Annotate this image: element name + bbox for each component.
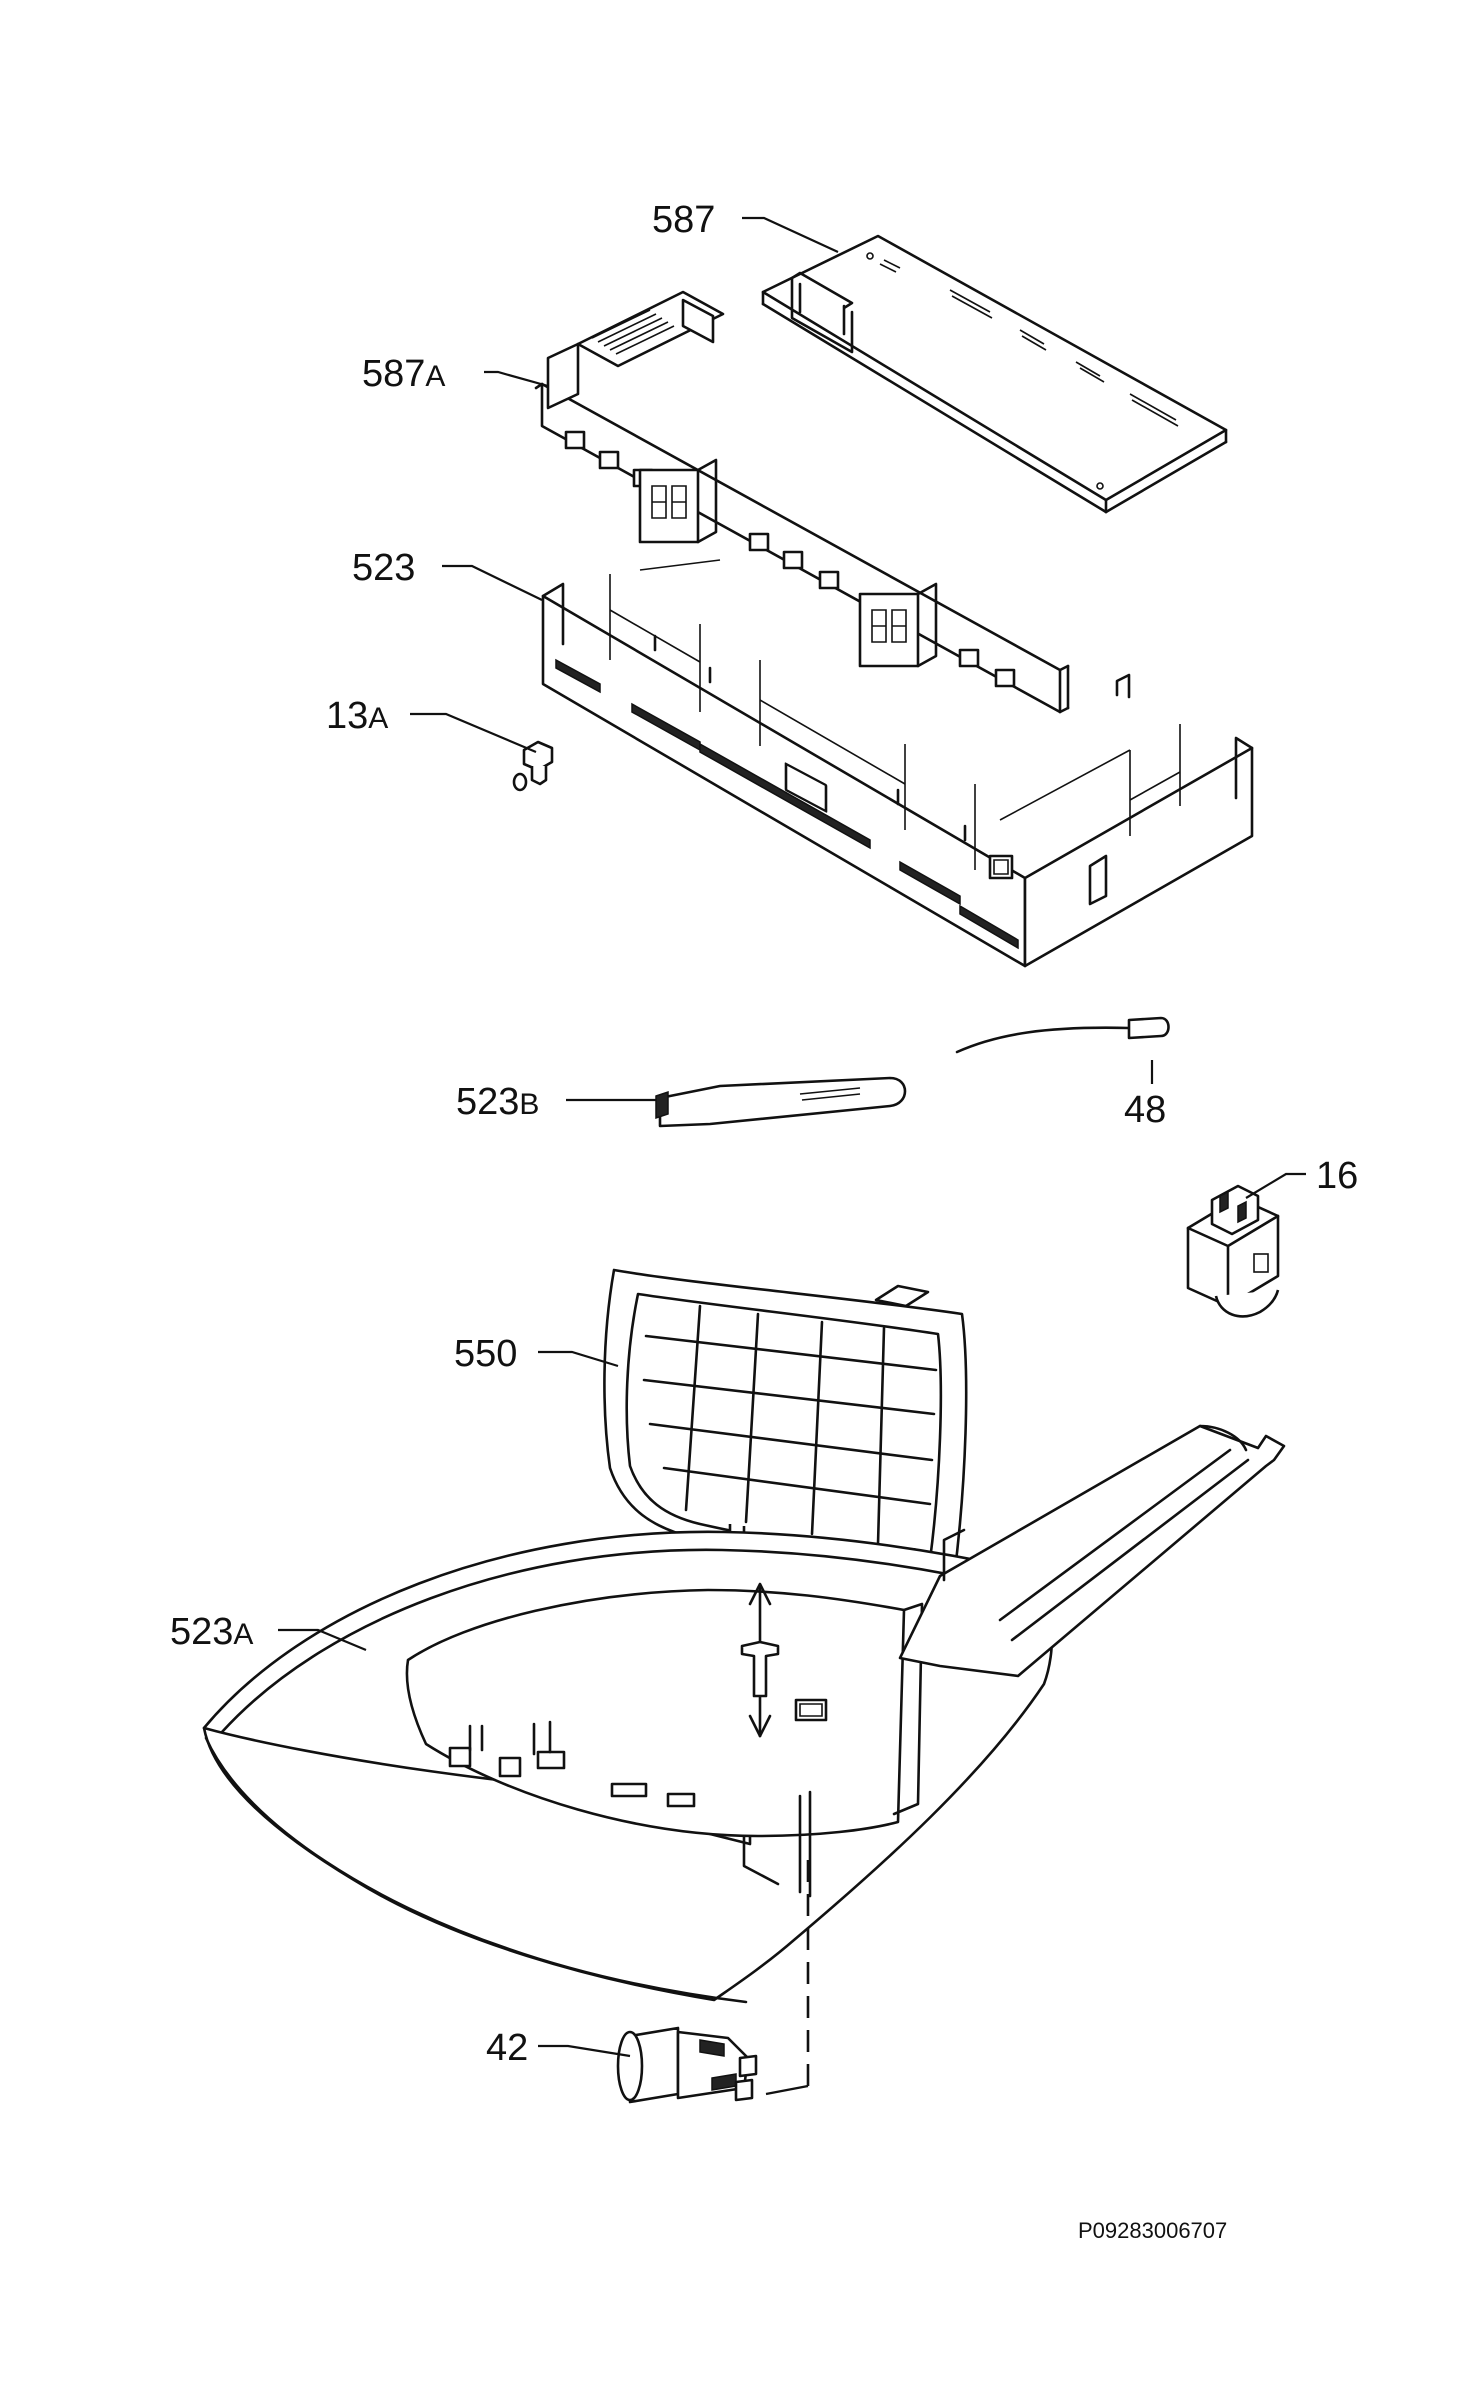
callout-523a: 523A xyxy=(170,1611,253,1653)
part-523a-lamp-housing xyxy=(202,1424,1286,2004)
part-13a-screw xyxy=(512,740,554,792)
callout-leaders xyxy=(278,216,1306,2058)
part-16-switch xyxy=(1186,1184,1280,1318)
callout-48: 48 xyxy=(1124,1089,1166,1131)
clip-arrow xyxy=(740,1582,780,1738)
part-48-sensor xyxy=(955,1016,1170,1054)
callout-550: 550 xyxy=(454,1333,517,1375)
callout-13a: 13A xyxy=(326,695,388,737)
part-523-housing xyxy=(541,559,1254,968)
callout-523: 523 xyxy=(352,547,415,589)
callout-16: 16 xyxy=(1316,1155,1358,1197)
callout-587: 587 xyxy=(652,199,715,241)
part-42-lamp-socket xyxy=(616,2026,758,2104)
part-587a-display-board xyxy=(534,290,1070,714)
display-left xyxy=(638,458,718,544)
part-523b-light-strip xyxy=(655,1076,907,1128)
part-550-grille xyxy=(603,1268,968,1580)
document-number: P09283006707 xyxy=(1078,2218,1227,2243)
part-587-control-board xyxy=(761,234,1228,514)
callout-587a: 587A xyxy=(362,353,445,395)
callout-523b: 523B xyxy=(456,1081,539,1123)
display-right xyxy=(858,582,938,668)
callout-42: 42 xyxy=(486,2027,528,2069)
